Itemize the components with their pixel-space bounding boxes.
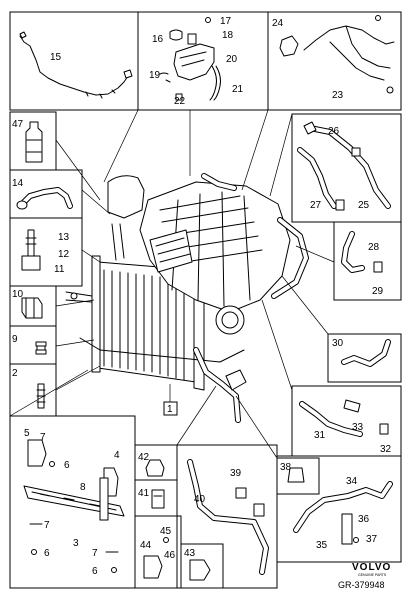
panel-expansion-tank: [137, 11, 269, 111]
panel-28-29: [333, 221, 402, 301]
callout-6-left: 6: [44, 548, 50, 559]
callout-1-frame: [163, 401, 178, 416]
callout-45: 45: [160, 526, 172, 537]
callout-22: 22: [174, 96, 186, 107]
callout-42: 42: [138, 452, 150, 463]
callout-27: 27: [310, 200, 322, 211]
callout-7-right: 7: [92, 548, 98, 559]
callout-15: 15: [50, 52, 62, 63]
panel-25-27: [291, 113, 402, 223]
callout-9: 9: [12, 334, 18, 345]
reference-number: GR-379948: [338, 580, 385, 590]
callout-40: 40: [194, 494, 206, 505]
callout-18: 18: [222, 30, 234, 41]
callout-14: 14: [12, 178, 24, 189]
callout-31: 31: [314, 430, 326, 441]
callout-6-top: 6: [64, 460, 70, 471]
callout-6-right: 6: [92, 566, 98, 577]
callout-10: 10: [12, 289, 24, 300]
callout-21: 21: [232, 84, 244, 95]
callout-36: 36: [358, 514, 370, 525]
callout-46: 46: [164, 550, 176, 561]
callout-33: 33: [352, 422, 364, 433]
callout-12: 12: [58, 249, 70, 260]
callout-28: 28: [368, 242, 380, 253]
callout-17: 17: [220, 16, 232, 27]
callout-16: 16: [152, 34, 164, 45]
callout-34: 34: [346, 476, 358, 487]
callout-29: 29: [372, 286, 384, 297]
panel-15: [9, 11, 139, 111]
callout-44: 44: [140, 540, 152, 551]
panel-30: [327, 333, 402, 383]
callout-32: 32: [380, 444, 392, 455]
brand-block: VOLVO GENUINE PARTS GR-379948: [338, 562, 391, 590]
callout-38: 38: [280, 462, 292, 473]
engine-hoses: [193, 173, 309, 423]
callout-1: 1: [167, 404, 173, 415]
callout-43: 43: [184, 548, 196, 559]
callout-7-top: 7: [40, 432, 46, 443]
callout-20: 20: [226, 54, 238, 65]
callout-11: 11: [54, 264, 65, 275]
callout-7-left: 7: [44, 520, 50, 531]
callout-24: 24: [272, 18, 284, 29]
callout-41: 41: [138, 488, 150, 499]
panel-3-8: [9, 415, 136, 589]
panel-34-37: [276, 455, 402, 563]
panel-11-13: [9, 217, 83, 287]
engine-block: [107, 175, 291, 335]
callout-3: 3: [73, 538, 79, 549]
callout-8: 8: [80, 482, 86, 493]
brand-tagline: GENUINE PARTS: [358, 573, 387, 577]
callout-19: 19: [149, 70, 161, 81]
panel-9: [9, 325, 57, 365]
callout-47: 47: [12, 119, 24, 130]
callout-37: 37: [366, 534, 378, 545]
callout-13: 13: [58, 232, 70, 243]
callout-39: 39: [230, 468, 242, 479]
callout-labels: 1 2 3 4 5 6 6 6 7 7 7 8 9 10 11 12 13 14…: [12, 16, 392, 577]
panel-31-33: [291, 385, 402, 457]
brand-name: VOLVO: [352, 562, 391, 573]
panel-39-40: [176, 444, 278, 589]
leader-lines: [9, 109, 335, 459]
callout-26: 26: [328, 126, 340, 137]
callout-23: 23: [332, 90, 344, 101]
callout-4: 4: [114, 450, 120, 461]
callout-2: 2: [12, 368, 18, 379]
callout-30: 30: [332, 338, 344, 349]
callout-35: 35: [316, 540, 328, 551]
callout-5: 5: [24, 428, 30, 439]
panel-23-24: [267, 11, 402, 111]
callout-25: 25: [358, 200, 370, 211]
